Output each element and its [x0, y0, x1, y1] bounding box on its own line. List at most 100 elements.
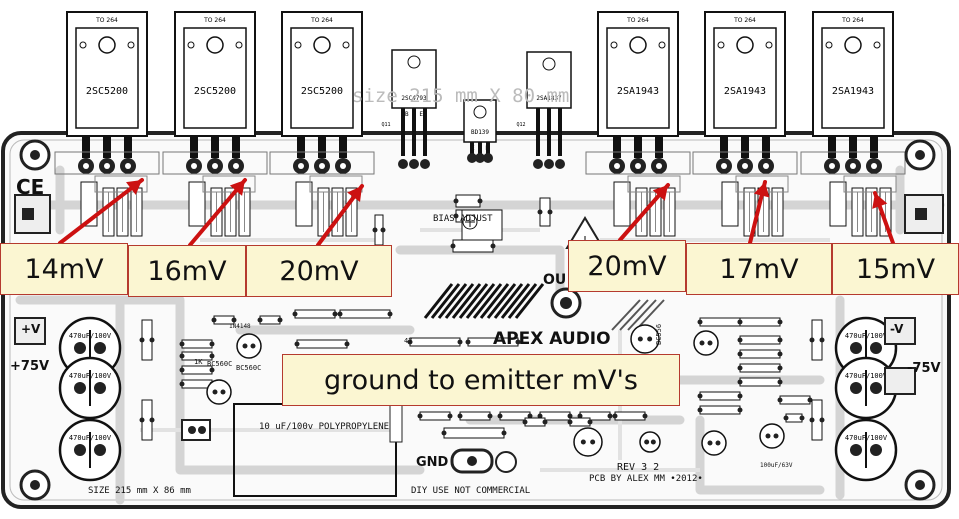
smd-component [292, 309, 338, 319]
cap-rating-label: 470uF/100V [845, 434, 888, 442]
reading-label-3: 20mV [246, 245, 392, 297]
smd-component [465, 337, 521, 347]
smd-component [809, 399, 825, 441]
package-label: TO 264 [841, 17, 864, 24]
smd-component [441, 427, 507, 439]
electrolytic-capacitor: 470uF/100V [58, 356, 122, 420]
smd-component [179, 351, 215, 361]
smd-component [497, 411, 533, 421]
rev-label: REV 3 2 [617, 462, 659, 473]
small-components [139, 194, 825, 457]
bias-adjust-label: BIAS ADJUST [433, 214, 493, 224]
electrolytic-capacitor: 470uF/100V [834, 418, 898, 482]
smd-component [257, 315, 283, 325]
resistor-bank [80, 175, 148, 237]
power-terminals [14, 194, 944, 474]
credit-label: PCB BY ALEX MM •2012• [589, 474, 703, 484]
gnd-label: GND [416, 455, 449, 470]
package-label: TO 264 [310, 17, 333, 24]
package-label: TO 264 [95, 17, 118, 24]
electrolytic-capacitor: 470uF/100V [834, 356, 898, 420]
smd-component [417, 411, 453, 421]
resistor-bank [829, 175, 897, 237]
bc560c-label-a: BC560C [207, 360, 232, 368]
filter-capacitors: 470uF/100V470uF/100V470uF/100V470uF/100V… [58, 316, 898, 482]
smd-component [577, 411, 613, 421]
part-label: 2SC5200 [301, 86, 343, 97]
smd-component [450, 239, 496, 253]
annotation-arrows [58, 178, 895, 247]
plus75-label: +75V [10, 359, 49, 374]
smd-component [697, 317, 743, 327]
electrolytic-capacitor: 470uF/100V [58, 418, 122, 482]
diode-label: 1N4148 [229, 323, 251, 330]
reading-label-5: 17mV [686, 243, 832, 295]
small-capacitor [630, 324, 660, 354]
small-capacitor [639, 431, 661, 453]
minus-v-label: -V [890, 322, 904, 336]
part-label: 2SC4793 [401, 95, 427, 102]
smd-component [139, 319, 155, 361]
r47-label: 47 [404, 337, 412, 345]
small-capacitor [701, 430, 727, 456]
smd-component [407, 337, 463, 347]
ce-mark: CE [16, 175, 44, 199]
smd-component [179, 339, 215, 349]
package-label: TO 264 [626, 17, 649, 24]
r1k-label: 1K [194, 358, 203, 366]
smd-component [783, 413, 805, 423]
part-label: 2SA1943 [724, 86, 766, 97]
reading-label-6: 15mV [832, 243, 959, 295]
smd-component [737, 335, 783, 345]
power-transistor: TO 264 2SA1943 [692, 11, 798, 175]
brand-label: APEX AUDIO [493, 329, 611, 349]
small-capacitor [573, 427, 603, 457]
out-label: OU [543, 272, 566, 288]
bc556-label: BC556 [655, 324, 663, 345]
power-transistor: TO 264 2SC5200 [162, 11, 268, 175]
smd-component [737, 377, 783, 387]
diy-label: DIY USE NOT COMMERCIAL [411, 486, 530, 496]
emitter-resistors [80, 175, 897, 237]
part-label: 2SC5200 [86, 86, 128, 97]
smd-component [457, 411, 493, 421]
smd-component [294, 339, 350, 349]
smd-component [697, 391, 743, 401]
cap-100u-label: 100uF/63V [760, 462, 793, 469]
polypropylene-label: 10 uF/100v POLYPROPYLENE [259, 422, 389, 432]
smd-component [453, 194, 483, 208]
smd-component [337, 309, 393, 319]
reading-label-2: 16mV [128, 245, 246, 297]
annotation-arrow [618, 183, 670, 242]
smd-component [372, 214, 386, 246]
reading-label-4: 20mV [568, 240, 686, 292]
package-label: TO 264 [733, 17, 756, 24]
power-transistor: TO 264 2SC5200 [54, 11, 160, 175]
heatsink-fins [423, 283, 545, 319]
cap-rating-label: 470uF/100V [845, 332, 888, 340]
annotation-arrow [58, 178, 144, 245]
smd-component [737, 363, 783, 373]
smd-component [211, 315, 237, 325]
size-top-label: size 215 mm X 80 mm [352, 85, 569, 107]
bc560c-label-b: BC560C [236, 364, 261, 372]
smd-component [179, 365, 215, 375]
minus75-label: -75V [907, 361, 941, 376]
small-capacitor [206, 379, 232, 405]
ref-label: Q12 [516, 122, 525, 128]
part-label: 2SC5200 [194, 86, 236, 97]
power-transistor: TO 264 2SC5200 [269, 11, 375, 175]
annotation-arrow [748, 180, 770, 245]
driver-transistor: BD139E C B [463, 99, 497, 163]
package-label: TO 264 [203, 17, 226, 24]
part-label: 2SA1837 [536, 95, 562, 102]
smd-component [522, 417, 548, 427]
smd-component [777, 395, 813, 405]
cap-rating-label: 470uF/100V [845, 372, 888, 380]
size-bottom-label: SIZE 215 mm X 86 mm [88, 486, 191, 496]
